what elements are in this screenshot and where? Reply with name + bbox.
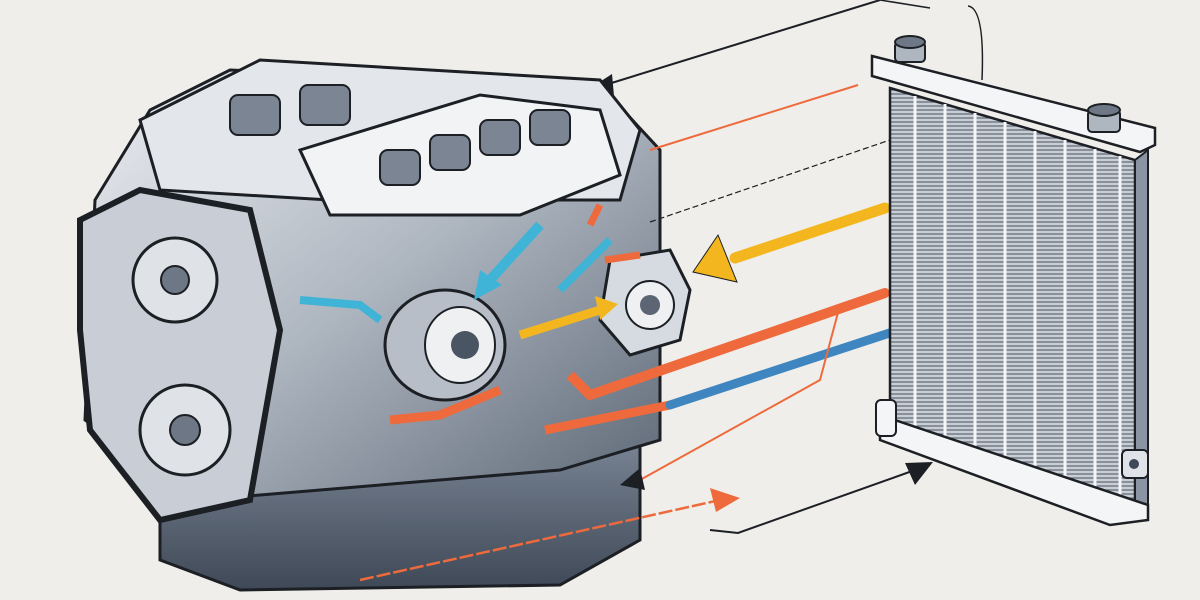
- engine-block: [77, 58, 692, 592]
- intake-ports: [229, 84, 571, 186]
- radiator-filler-icon: [1087, 103, 1121, 133]
- arrowhead-icon: [692, 233, 738, 283]
- yellow-flow-arrow: [729, 202, 891, 264]
- pulley-upper: [131, 236, 219, 324]
- drain-valve-icon: [1121, 449, 1149, 479]
- radiator: [870, 35, 1157, 527]
- thermostat-housing: [598, 248, 692, 357]
- arrowhead-icon: [474, 270, 502, 300]
- arrowhead-icon: [595, 296, 618, 320]
- bypass-hose: [544, 400, 671, 435]
- pulley-lower: [138, 383, 232, 477]
- radiator-mount: [875, 399, 897, 437]
- water-pump: [383, 288, 507, 402]
- arrowhead-icon: [710, 488, 740, 512]
- internal-flow-arrows: [299, 203, 641, 425]
- lower-radiator-hose: [665, 318, 925, 410]
- coolant-hoses: [359, 84, 933, 582]
- radiator-tubes: [913, 96, 1122, 505]
- arrowhead-icon: [620, 468, 645, 490]
- upper-radiator-hose: [585, 288, 890, 400]
- radiator-cap-icon: [894, 35, 926, 63]
- arrowhead-icon: [905, 462, 933, 485]
